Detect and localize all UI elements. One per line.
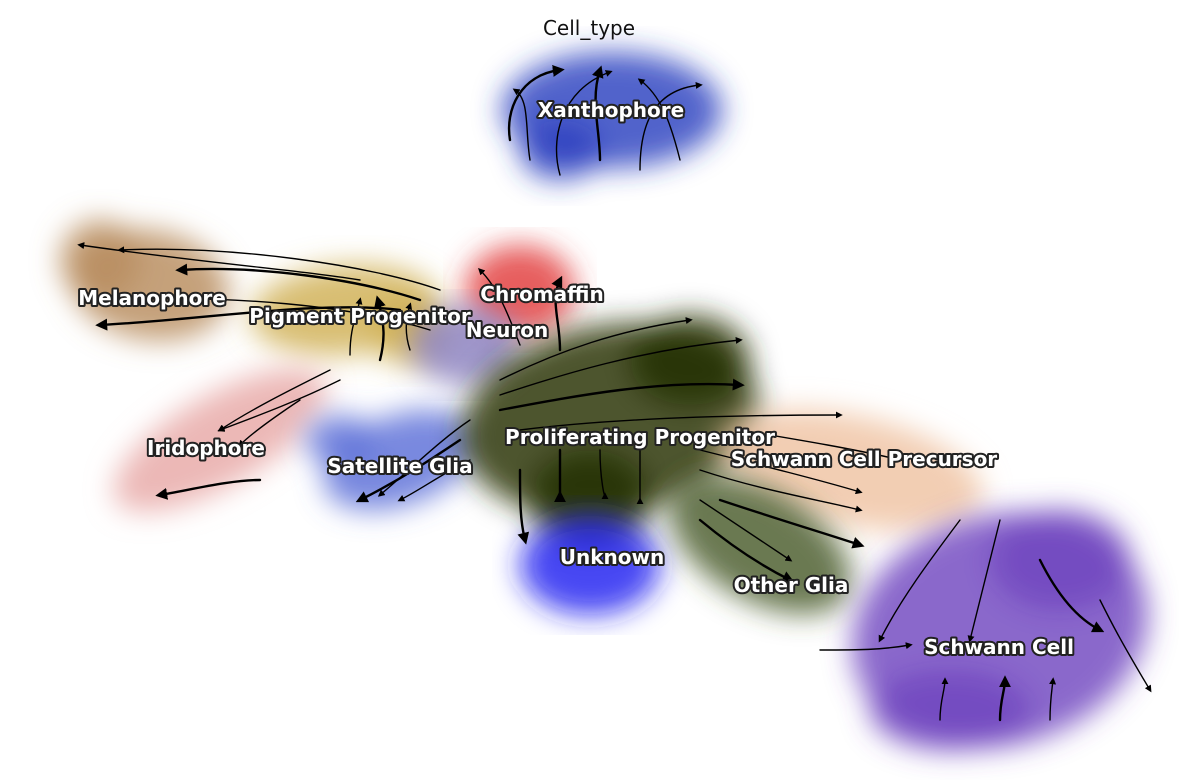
cluster-melanophore-blob [60,220,140,300]
cluster-label-proliferating-progenitor: Proliferating Progenitor [505,425,775,449]
velocity-streamline [517,468,530,545]
velocity-streamline [512,88,531,161]
velocity-streamline [478,268,521,346]
velocity-streamline [217,369,331,432]
cluster-schwann-cell-points [852,510,1148,750]
cluster-label-satellite-glia: Satellite Glia [327,454,472,478]
velocity-streamline [117,246,441,291]
cluster-iridophore-points [113,368,327,512]
velocity-streamline [1099,599,1152,693]
velocity-streamline [217,379,341,432]
velocity-streamline [551,275,563,352]
velocity-streamline [699,449,863,495]
velocity-streamline [699,469,863,513]
cluster-unknown-blob [520,515,660,615]
cluster-unknown-points [520,515,660,615]
velocity-streamline [967,519,1001,643]
velocity-streamline [637,78,681,161]
velocity-streamline [718,498,865,549]
velocity-streamline [355,438,462,503]
velocity-streamline [698,518,795,583]
cluster-label-xanthophore: Xanthophore [538,98,684,122]
velocity-streamline [507,64,565,142]
velocity-streamline [77,242,361,281]
velocity-streamline [592,65,604,162]
velocity-streamline [1049,677,1057,721]
velocity-streamline [555,70,613,176]
cluster-label-neuron: Neuron [466,318,548,342]
velocity-streamline [519,411,843,431]
cluster-label-unknown: Unknown [560,545,664,569]
velocity-streamline [739,429,903,463]
velocity-streamline [499,317,693,381]
velocity-streamline [175,263,422,302]
cluster-label-other-glia: Other Glia [734,573,849,597]
velocity-streamline [699,499,793,562]
chart-title: Cell_type [543,16,635,40]
velocity-streamline [819,642,913,651]
cluster-proliferating-progenitor-blob [630,315,750,405]
cell-points-layer [60,52,1148,750]
velocity-streamline [397,459,471,502]
velocity-streamline [117,296,431,331]
cluster-label-iridophore: Iridophore [147,436,265,460]
velocity-streamline [238,399,301,447]
cluster-satellite-glia-points [305,409,477,511]
cluster-label-pigment-progenitor: Pigment Progenitor [249,304,471,328]
velocity-streamline [499,336,743,396]
cluster-melanophore-points [60,220,230,341]
cluster-satellite-glia-blob [305,415,375,465]
cluster-label-schwann-cell: Schwann Cell [924,635,1074,659]
cluster-xanthophore-blob [520,120,600,180]
velocity-streamline [374,295,386,362]
velocity-streamline [155,478,262,500]
cluster-label-chromaffin: Chromaffin [480,282,603,306]
velocity-streamline [998,675,1011,722]
cluster-neuron-blob [410,305,520,385]
velocity-streamline [878,519,961,643]
velocity-streamline [939,677,949,721]
cluster-schwann-cell-blob [990,510,1130,610]
velocity-streamline [95,306,402,331]
velocity-streamline [405,302,412,351]
velocity-streamline [599,449,609,500]
velocity-streamline [498,378,745,412]
streamlines-layer [77,64,1152,722]
cluster-iridophore-blob [113,368,327,512]
velocity-streamline [639,81,703,171]
velocity-streamline [349,297,363,356]
cluster-schwann-cell-blob [870,670,1030,750]
velocity-streamline [1038,558,1105,633]
cluster-neuron-points [410,305,520,385]
cluster-label-schwann-cell-precursor: Schwann Cell Precursor [731,447,998,471]
velocity-streamline [377,419,471,497]
cluster-label-melanophore: Melanophore [78,286,226,310]
